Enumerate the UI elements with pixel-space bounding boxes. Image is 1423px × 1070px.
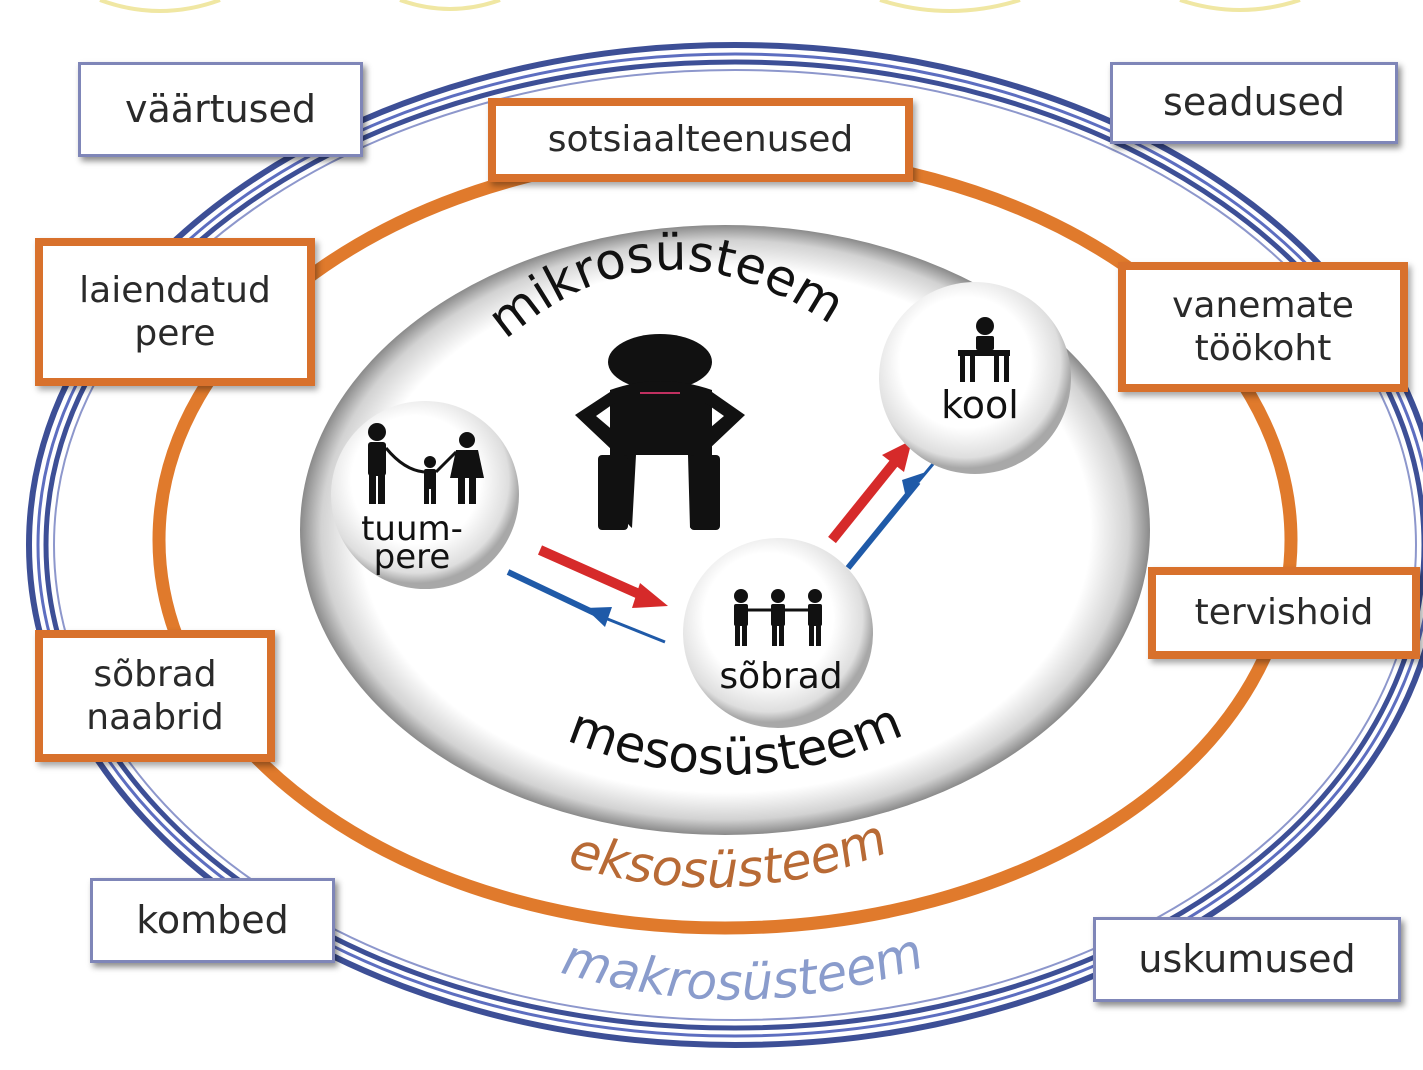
family-icon	[368, 423, 484, 504]
tuumpere-label-line2: pere	[374, 537, 451, 577]
seadused-label: seadused	[1163, 80, 1345, 125]
sobrad-naabrid-box: sõbrad naabrid	[35, 630, 275, 762]
sobrad-node: sõbrad	[683, 538, 873, 728]
makro-label: makrosüsteem	[556, 922, 929, 1012]
sobrad-label: sõbrad	[719, 656, 842, 697]
laiendatud-pere-label: laiendatud pere	[79, 269, 271, 354]
tervishoid-label: tervishoid	[1194, 592, 1374, 634]
sobrad-naabrid-label: sõbrad naabrid	[86, 653, 224, 738]
makro-ring	[26, 42, 1423, 1048]
sotsiaalteenused-label: sotsiaalteenused	[547, 119, 854, 161]
sotsiaalteenused-box: sotsiaalteenused	[488, 98, 913, 182]
vaartused-box: väärtused	[78, 62, 363, 157]
tuumpere-node: tuum- pere	[331, 401, 519, 589]
seadused-box: seadused	[1110, 62, 1398, 144]
uskumused-label: uskumused	[1138, 936, 1356, 981]
uskumused-box: uskumused	[1093, 917, 1401, 1002]
vanemate-tookoht-label: vanemate töökoht	[1172, 284, 1354, 369]
vanemate-tookoht-box: vanemate töökoht	[1118, 262, 1408, 392]
vaartused-label: väärtused	[125, 86, 316, 131]
top-decoration	[99, 0, 1301, 13]
child-figure-icon	[575, 334, 745, 530]
friends-icon	[734, 589, 822, 646]
kool-node: kool	[879, 282, 1071, 474]
kombed-label: kombed	[136, 897, 289, 942]
school-desk-icon	[958, 317, 1010, 382]
tervishoid-box: tervishoid	[1148, 567, 1420, 659]
kombed-box: kombed	[90, 878, 335, 963]
arrows	[506, 440, 950, 644]
tuumpere-label-line1: tuum-	[361, 509, 463, 549]
laiendatud-pere-box: laiendatud pere	[35, 238, 315, 386]
kool-label: kool	[941, 383, 1019, 427]
